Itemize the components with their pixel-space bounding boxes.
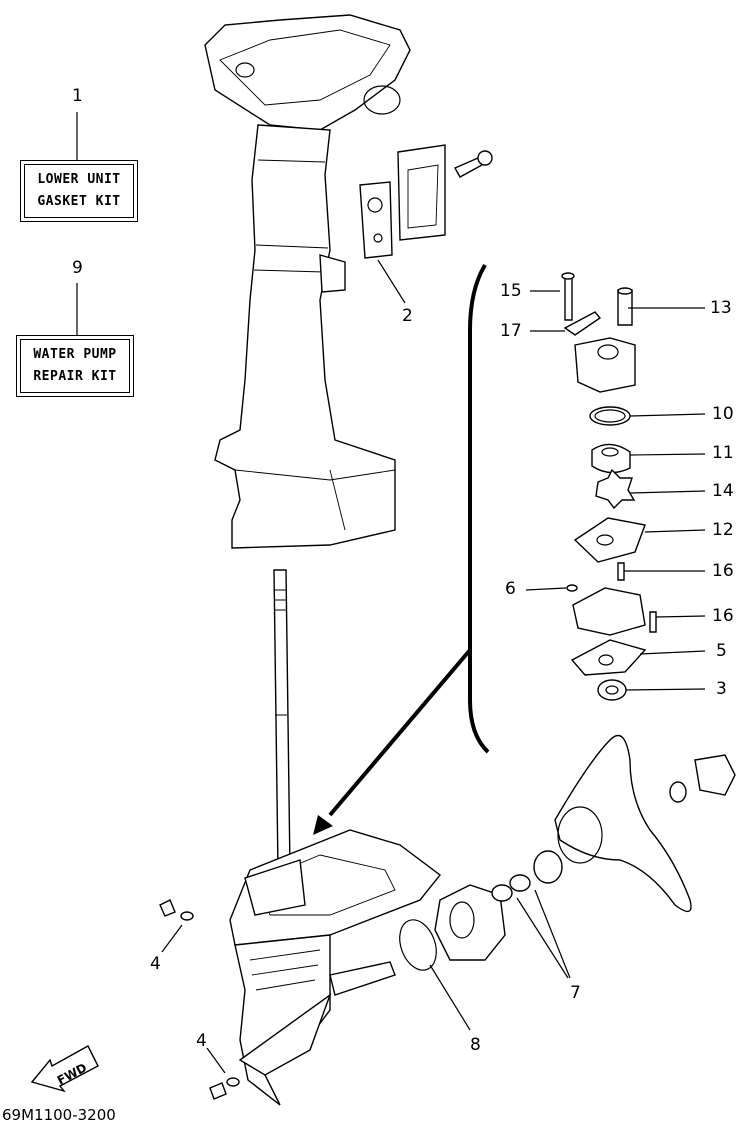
drive-shaft — [273, 569, 291, 871]
callout-11: 11 — [712, 443, 734, 463]
callout-17: 17 — [500, 321, 522, 341]
fwd-arrow: FWD — [30, 1045, 99, 1093]
callout-8: 8 — [470, 1035, 481, 1055]
diagram-code: 69M1100-3200 — [2, 1106, 116, 1124]
callout-14: 14 — [712, 481, 734, 501]
callout-2: 2 — [402, 306, 413, 326]
callout-16-lower: 16 — [712, 606, 734, 626]
kit-line-2: REPAIR KIT — [33, 369, 117, 384]
kit-line-2: GASKET KIT — [37, 194, 121, 209]
callout-3: 3 — [716, 679, 727, 699]
callout-15: 15 — [500, 281, 522, 301]
callout-10: 10 — [712, 404, 734, 424]
bolts — [159, 899, 240, 1100]
gasket-part — [359, 144, 493, 259]
water-pump-parts — [561, 272, 657, 701]
kit-number-1: 1 — [72, 86, 83, 106]
lower-unit-gasket-kit-box: LOWER UNIT GASKET KIT — [20, 160, 138, 222]
propeller-assembly — [399, 734, 736, 971]
water-pump-repair-kit-box: WATER PUMP REPAIR KIT — [16, 335, 134, 397]
callout-7: 7 — [570, 983, 581, 1003]
lower-unit — [229, 829, 441, 1106]
kit-line-1: LOWER UNIT — [37, 172, 121, 187]
callout-13: 13 — [710, 298, 732, 318]
callout-12: 12 — [712, 520, 734, 540]
leader-lines — [76, 112, 706, 1074]
callout-16-upper: 16 — [712, 561, 734, 581]
upper-casing — [204, 14, 411, 549]
callout-5: 5 — [716, 641, 727, 661]
kit-line-1: WATER PUMP — [33, 347, 117, 362]
zoom-bracket — [313, 263, 490, 835]
callout-4-upper: 4 — [150, 954, 161, 974]
callout-6: 6 — [505, 579, 516, 599]
kit-number-9: 9 — [72, 258, 83, 278]
callout-4-lower: 4 — [196, 1031, 207, 1051]
